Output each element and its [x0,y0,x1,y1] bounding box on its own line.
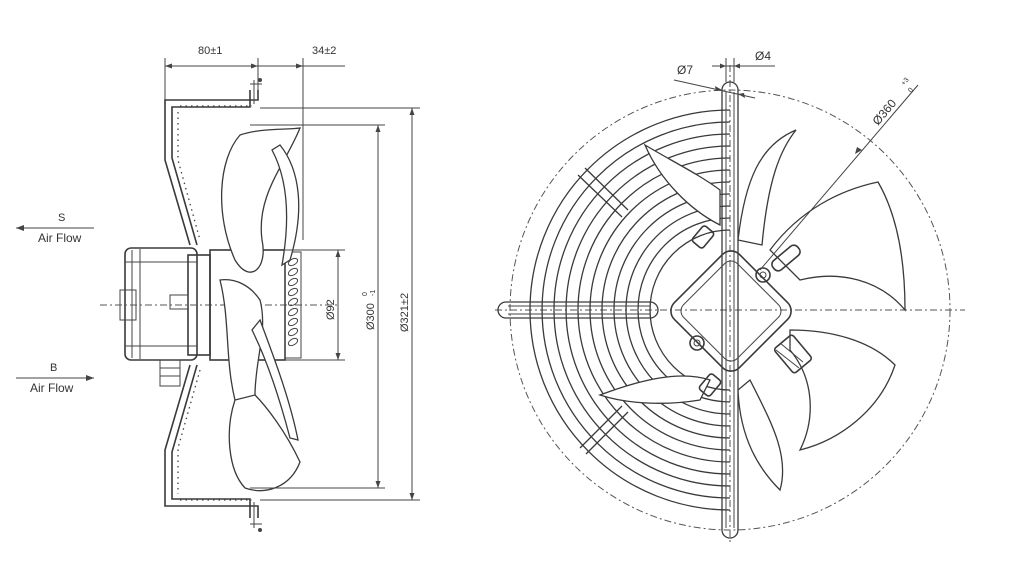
arrow-right-icon [86,375,94,381]
dim-80: 80±1 [198,45,222,57]
hub-slot [287,287,299,297]
dia-4-label: Ø4 [755,49,771,63]
guard-ring [601,181,731,439]
guard-ring [577,157,731,463]
airflow-b: B Air Flow [16,362,94,395]
hub-slot [287,327,299,337]
blades-front [598,129,906,492]
hub-slot [287,257,299,267]
hub-slot [287,297,299,307]
dia-321-label: Ø321±2 [399,293,411,332]
airflow-b-letter: B [50,362,57,374]
guard-ring [529,109,731,511]
airflow-s-letter: S [58,212,65,224]
airflow-b-label: Air Flow [30,381,74,395]
guard-ring [553,133,731,487]
hub-slot [287,307,299,317]
dia-92-label: Ø92 [325,299,337,320]
blades-side [219,127,302,492]
diameter-dimensions: Ø92 Ø300 0 -1 Ø321±2 [250,107,420,501]
guard-ring [565,145,731,475]
arrow-left-icon [16,225,24,231]
airflow-s-label: Air Flow [38,231,82,245]
dia-300-tol-upper: 0 [362,292,369,296]
mounting-struts [497,81,739,539]
motor [100,247,340,387]
hub-slot [287,267,299,277]
dia-300-label: Ø300 [365,303,377,330]
dim-34: 34±2 [312,45,336,57]
dia-360-tol-lower: 0 [907,87,915,95]
hub-slot [287,337,299,347]
guard-ring [613,193,731,427]
airflow-s: S Air Flow [16,212,94,245]
dia-360-tol-upper: +3 [900,77,911,88]
guard-ring [541,121,731,499]
guard-ring [589,169,731,451]
housing-profile [164,78,262,532]
side-view: 80±1 34±2 S Air Flow B Air Flow [16,45,420,532]
dia-7-label: Ø7 [677,63,693,77]
dia-300-tol-lower: -1 [370,290,377,296]
hub-slot [287,317,299,327]
front-view: Ø7 Ø4 Ø360 +3 0 [495,49,965,545]
hub-slot [287,277,299,287]
top-dimensions: 80±1 34±2 [164,45,345,240]
motor-housing-front [670,225,813,397]
